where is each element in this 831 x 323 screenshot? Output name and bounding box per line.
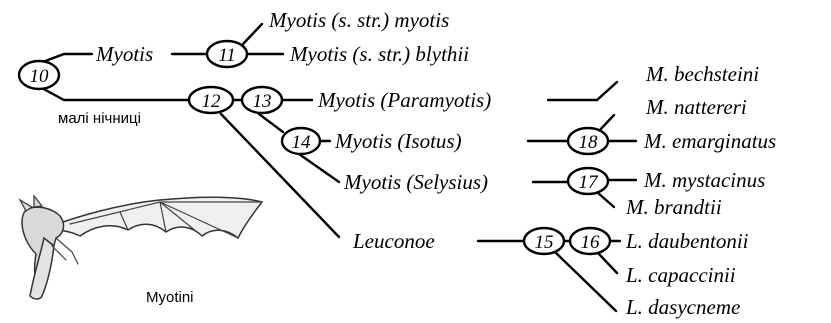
bat-lower-wing: [29, 236, 55, 300]
node-17-label: 17: [579, 172, 600, 193]
species-bechsteini: M. bechsteini: [645, 62, 759, 86]
branch-paramyotis-bechsteini: [546, 80, 619, 102]
node-11: 11: [205, 39, 249, 69]
clade-isotus: Myotis (Isotus): [334, 129, 462, 153]
illustration-caption: Myotini: [146, 289, 194, 306]
branch-13-14: [257, 112, 285, 134]
clade-myotis: Myotis: [95, 42, 153, 66]
node-16-label: 16: [581, 232, 601, 253]
bat-illustration: Myotini: [18, 194, 264, 306]
bat-wing: [43, 196, 264, 240]
clade-paramyotis: Myotis (Paramyotis): [317, 88, 491, 112]
species-daubentonii: L. daubentonii: [625, 229, 749, 253]
branch-14-selysius: [297, 152, 341, 184]
branch-16-capaccinii: [596, 251, 619, 275]
clade-leuconoe: Leuconoe: [352, 229, 435, 253]
species-mystacinus: M. mystacinus: [643, 168, 765, 192]
species-nattereri: M. nattereri: [645, 95, 747, 119]
branch-10-myotis: [38, 52, 94, 65]
node-11-label: 11: [218, 45, 236, 66]
clade-selysius: Myotis (Selysius): [343, 170, 488, 194]
species-capaccinii: L. capaccinii: [625, 263, 736, 287]
node-18: 18: [566, 126, 610, 156]
node-15: 15: [522, 226, 566, 256]
branch-17-brandtii: [596, 191, 616, 209]
bat-wing-bones: [69, 201, 263, 239]
node-13: 13: [240, 85, 284, 115]
node-15-label: 15: [535, 232, 554, 253]
node-12-label: 12: [202, 91, 222, 112]
branch-15-dasycneme: [554, 251, 618, 313]
branch-11-myotis: [241, 22, 264, 46]
branch-10-mali: [38, 85, 190, 102]
node-13-label: 13: [253, 91, 272, 112]
bat-ears: [18, 194, 44, 212]
node-18-label: 18: [579, 132, 599, 153]
bat-legs: [51, 237, 79, 265]
tree-branches: [38, 22, 638, 313]
node-10: 10: [17, 59, 61, 91]
species-myotis-myotis: Myotis (s. str.) myotis: [268, 8, 449, 32]
species-emarginatus: M. emarginatus: [643, 129, 776, 153]
node-10-label: 10: [30, 66, 50, 87]
branch-18-nattereri: [596, 113, 616, 134]
node-17: 17: [566, 166, 610, 196]
node-14: 14: [280, 126, 322, 156]
node-12: 12: [187, 85, 235, 115]
species-dasycneme: L. dasycneme: [625, 295, 740, 319]
node-14-label: 14: [292, 132, 312, 153]
node-16: 16: [568, 226, 612, 256]
species-myotis-blythii: Myotis (s. str.) blythii: [289, 42, 469, 66]
clade-mali-nichnytsi: малі нічниці: [58, 110, 141, 127]
branch-12-leuconoe: [219, 112, 341, 239]
species-brandtii: M. brandtii: [625, 195, 722, 219]
